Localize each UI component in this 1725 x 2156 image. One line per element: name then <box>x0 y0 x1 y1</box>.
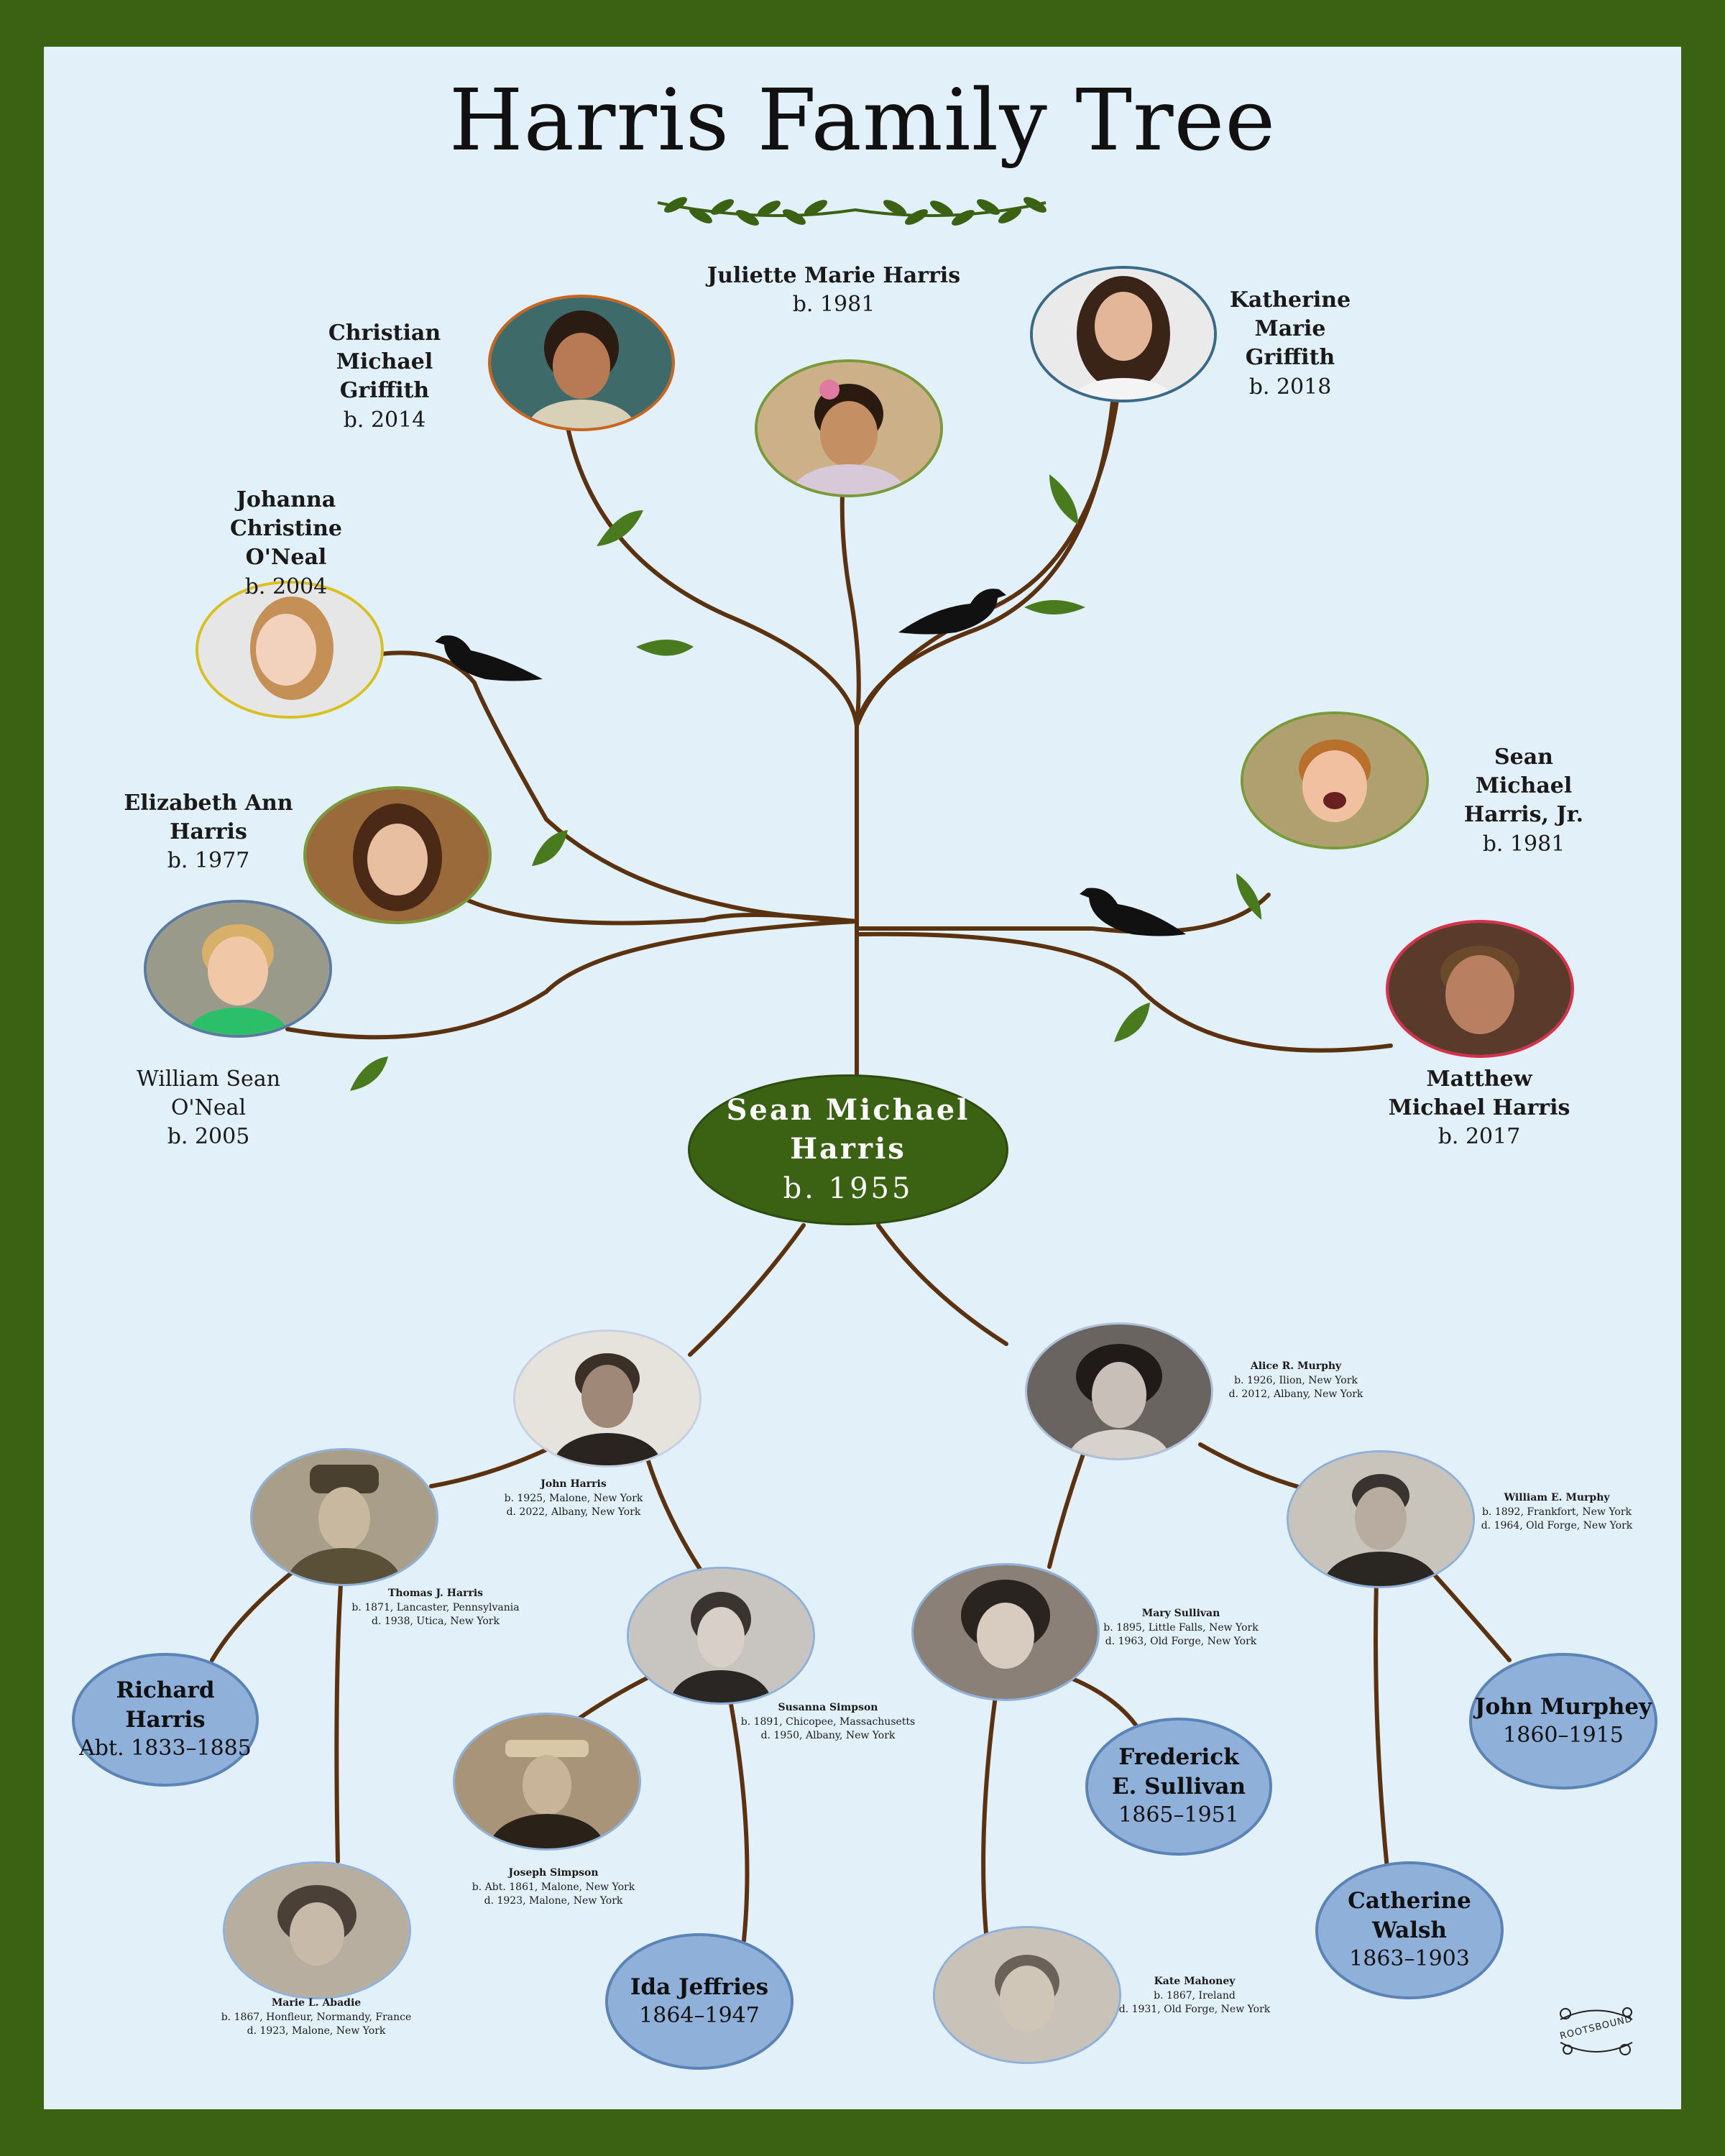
root-name: Sean Michael Harris <box>726 1093 970 1166</box>
photo-susanna-simpson <box>627 1567 815 1705</box>
branch-leaves <box>350 474 1261 1091</box>
photo-katherine <box>1030 266 1217 402</box>
photo-alice-murphy <box>1025 1322 1213 1460</box>
label-thomas-harris: Thomas J. Harris b. 1871, Lancaster, Pen… <box>351 1588 520 1628</box>
label-juliette: Juliette Marie Harris b. 1981 <box>707 263 961 318</box>
oval-john-murphey: John Murphey 1860–1915 <box>1469 1653 1657 1789</box>
label-william-murphy: William E. Murphy b. 1892, Frankfort, Ne… <box>1481 1492 1633 1532</box>
label-elizabeth: Elizabeth Ann Harris b. 1977 <box>124 791 293 874</box>
descendant-branches <box>285 393 1393 1080</box>
photo-kate-mahoney <box>933 1926 1121 2064</box>
oval-frederick-sullivan: Frederick E. Sullivan 1865–1951 <box>1085 1718 1272 1856</box>
photo-juliette <box>755 359 943 497</box>
rootsbound-logo: ROOTSBOUND <box>1550 1998 1643 2063</box>
poster-title: Harris Family Tree <box>448 70 1276 170</box>
photo-joseph-simpson <box>453 1713 641 1851</box>
label-sean-jr: Sean Michael Harris, Jr. b. 1981 <box>1463 745 1584 857</box>
oval-richard-harris: Richard Harris Abt. 1833–1885 <box>72 1653 259 1787</box>
laurel-ornament-icon <box>657 197 1046 226</box>
ancestor-connectors <box>210 1223 1512 1943</box>
photo-matthew <box>1386 920 1574 1058</box>
label-susanna-simpson: Susanna Simpson b. 1891, Chicopee, Massa… <box>740 1702 916 1742</box>
photo-john-harris <box>513 1330 702 1468</box>
root-dates: b. 1955 <box>783 1172 914 1205</box>
photo-johanna <box>196 581 384 719</box>
label-christian: Christian Michael Griffith b. 2014 <box>328 321 441 433</box>
oval-ida-jeffries: Ida Jeffries 1864–1947 <box>605 1933 794 2070</box>
photo-marie-abadie <box>223 1861 411 1999</box>
label-kate-mahoney: Kate Mahoney b. 1867, Ireland d. 1931, O… <box>1118 1976 1271 2016</box>
label-william: William Sean O'Neal b. 2005 <box>136 1067 281 1150</box>
photo-william-murphy <box>1287 1450 1475 1588</box>
bird-icon <box>435 589 1186 936</box>
label-marie-abadie: Marie L. Abadie b. 1867, Honfleur, Norma… <box>221 1997 412 2037</box>
label-johanna: Johanna Christine O'Neal b. 2004 <box>230 487 342 599</box>
photo-thomas-harris <box>250 1448 438 1586</box>
oval-catherine-walsh: Catherine Walsh 1863–1903 <box>1315 1861 1504 1999</box>
photo-mary-sullivan <box>911 1563 1100 1701</box>
label-katherine: Katherine Marie Griffith b. 2018 <box>1229 287 1351 400</box>
root-person-oval: Sean Michael Harris b. 1955 <box>688 1074 1008 1225</box>
label-john-harris: John Harris b. 1925, Malone, New York d.… <box>504 1478 643 1519</box>
photo-christian <box>488 295 675 431</box>
label-alice-murphy: Alice R. Murphy b. 1926, Ilion, New York… <box>1228 1360 1363 1401</box>
label-matthew: Matthew Michael Harris b. 2017 <box>1388 1067 1570 1150</box>
label-mary-sullivan: Mary Sullivan b. 1895, Little Falls, New… <box>1103 1608 1259 1648</box>
photo-sean-jr <box>1241 711 1429 849</box>
photo-elizabeth <box>303 786 492 924</box>
label-joseph-simpson: Joseph Simpson b. Abt. 1861, Malone, New… <box>472 1867 635 1907</box>
photo-william <box>144 900 332 1038</box>
floral-logo-icon <box>1560 2007 1633 2055</box>
